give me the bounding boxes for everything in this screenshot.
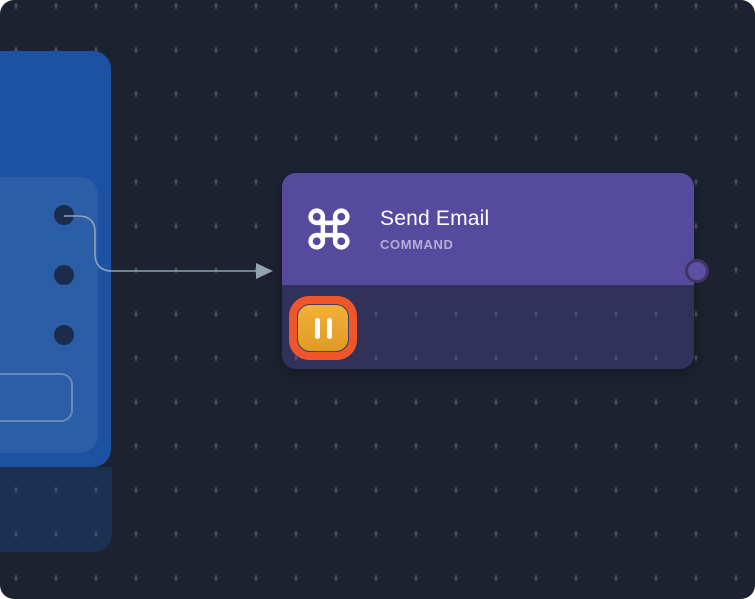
send-email-node-header[interactable]: Send Email COMMAND (282, 173, 694, 285)
send-email-node-titles: Send Email COMMAND (380, 206, 489, 252)
pause-icon (297, 304, 349, 352)
command-icon (308, 208, 350, 250)
node-title: Send Email (380, 207, 490, 230)
node-type-label: COMMAND (380, 237, 454, 252)
source-node-field-outline[interactable] (0, 373, 73, 422)
pause-button[interactable] (289, 296, 357, 360)
send-email-node-output-port[interactable] (685, 259, 709, 283)
source-node-port-2[interactable] (54, 265, 74, 285)
source-node-port-3[interactable] (54, 325, 74, 345)
edge-arrowhead-icon (256, 263, 273, 279)
source-node-footer (0, 467, 112, 552)
source-node-port-1[interactable] (54, 205, 74, 225)
